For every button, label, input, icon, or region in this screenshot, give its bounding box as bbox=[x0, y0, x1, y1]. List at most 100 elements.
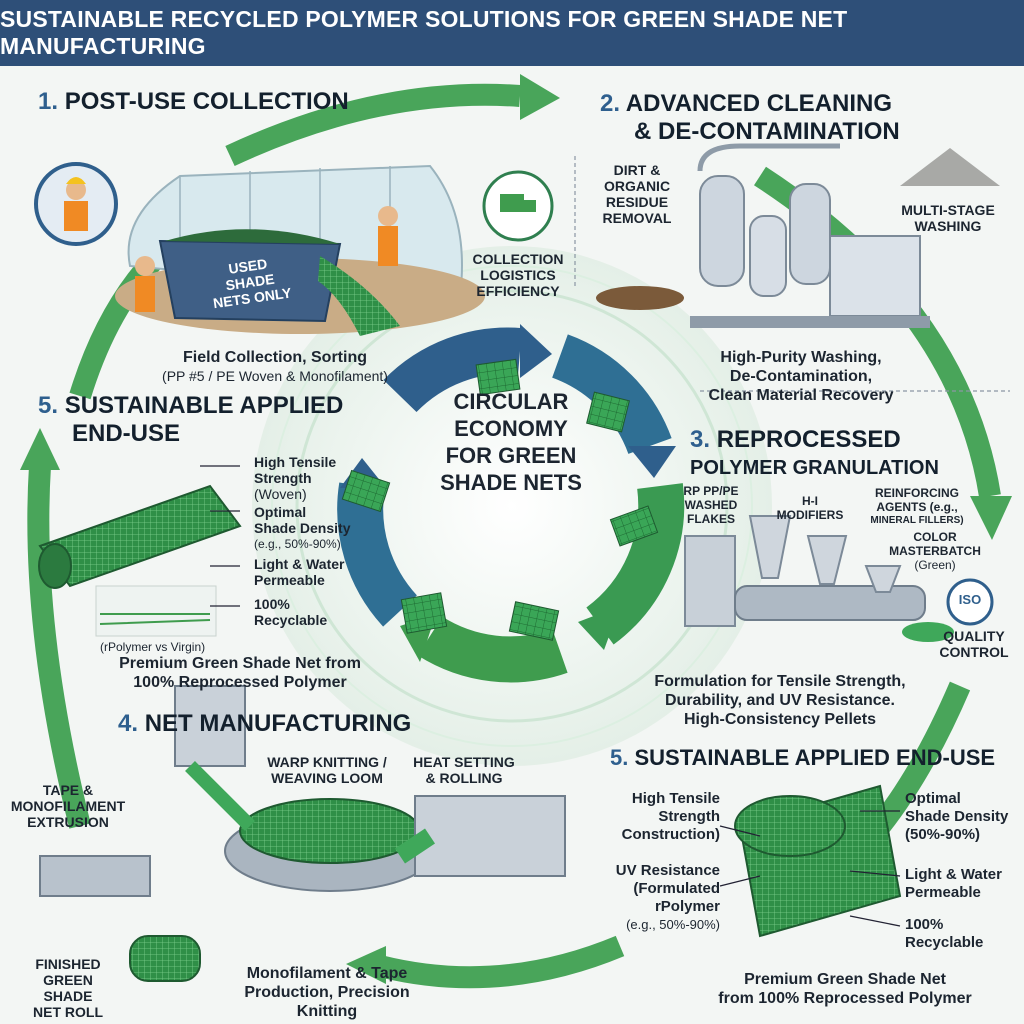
arrowhead-5 bbox=[20, 428, 60, 470]
worker-2-vest bbox=[378, 226, 398, 266]
right-recycle-line-1: 100% bbox=[905, 916, 944, 933]
right-tensile-line-2: Strength bbox=[658, 808, 720, 825]
step3-caption-line-2: Durability, and UV Resistance. bbox=[665, 692, 895, 709]
loom-label: WARP KNITTING / WEAVING LOOM bbox=[262, 754, 392, 786]
right-uv-line-4: (e.g., 50%-90%) bbox=[626, 917, 720, 932]
right-uv-label: UV Resistance (Formulated rPolymer (e.g.… bbox=[600, 862, 720, 934]
arrowhead-4 bbox=[346, 946, 386, 984]
left-shade-line-2: Shade Density bbox=[254, 520, 351, 536]
center-glow bbox=[252, 246, 772, 766]
dirt-pile bbox=[596, 286, 684, 310]
left-light-label: Light & Water Permeable bbox=[254, 556, 374, 588]
illustration-layer bbox=[20, 74, 1012, 989]
left-light-line-2: Permeable bbox=[254, 572, 325, 588]
step4-heading: 4. NET MANUFACTURING bbox=[118, 710, 411, 738]
step5-left-heading: 5. SUSTAINABLE APPLIED END-USE bbox=[38, 392, 343, 448]
inner-head-1 bbox=[520, 324, 552, 378]
dirt-line-4: REMOVAL bbox=[602, 210, 672, 226]
portrait-helmet bbox=[66, 177, 86, 184]
right-light-line-1: Light & Water bbox=[905, 866, 1002, 883]
left-tensile-line-2: Strength bbox=[254, 470, 312, 486]
right-shade-line-1: Optimal bbox=[905, 790, 961, 807]
mini-chart-label: (rPolymer vs Virgin) bbox=[100, 640, 206, 654]
modifiers-line-2: MODIFIERS bbox=[776, 508, 844, 522]
leader-tensile-right bbox=[719, 825, 761, 837]
roll-line-3: NET ROLL bbox=[33, 1004, 103, 1020]
logistics-line-1: COLLECTION bbox=[472, 251, 564, 267]
masterbatch-line-1: COLOR bbox=[913, 530, 957, 544]
flakes-line-2: WASHED bbox=[684, 498, 738, 512]
agents-line-3: MINERAL FILLERS) bbox=[870, 515, 964, 526]
hopper-2 bbox=[806, 535, 848, 585]
right-recycle-line-2: Recyclable bbox=[905, 934, 984, 951]
step5-right-heading: 5. SUSTAINABLE APPLIED END-USE bbox=[610, 744, 995, 772]
masterbatch-line-3: (Green) bbox=[914, 558, 956, 572]
quality-line-2: CONTROL bbox=[939, 644, 1009, 660]
wash-unit bbox=[829, 235, 921, 317]
step5-left-title-line-1: SUSTAINABLE APPLIED bbox=[64, 392, 344, 419]
pulled-net bbox=[318, 256, 400, 336]
extruder-barrel bbox=[734, 585, 926, 621]
dirt-line-3: RESIDUE bbox=[605, 194, 669, 210]
extrusion-line-1: TAPE & bbox=[42, 782, 94, 798]
ring-seg-4 bbox=[417, 616, 568, 683]
step3-title-line-2: POLYMER GRANULATION bbox=[690, 457, 939, 479]
step3-heading: 3. REPROCESSED POLYMER GRANULATION bbox=[690, 426, 939, 482]
hopper-1 bbox=[748, 515, 792, 579]
left-tensile-label: High Tensile Strength (Woven) bbox=[254, 454, 364, 502]
right-shade-label: Optimal Shade Density (50%-90%) bbox=[905, 790, 1020, 844]
net-swatch-4 bbox=[508, 601, 560, 641]
right-uv-line-3: rPolymer bbox=[654, 898, 720, 915]
left-shade-label: Optimal Shade Density (e.g., 50%-90%) bbox=[254, 504, 374, 552]
step5-right-caption-line-2: from 100% Reprocessed Polymer bbox=[718, 990, 972, 1007]
loom-line-2: WEAVING LOOM bbox=[271, 770, 383, 786]
leader-lines bbox=[200, 465, 901, 927]
dirt-label: DIRT & ORGANIC RESIDUE REMOVAL bbox=[592, 162, 682, 226]
extrusion-label: TAPE & MONOFILAMENT EXTRUSION bbox=[8, 782, 128, 830]
quality-line-1: QUALITY bbox=[943, 628, 1005, 644]
heat-setting-machine bbox=[414, 795, 566, 877]
right-light-label: Light & Water Permeable bbox=[905, 866, 1020, 902]
right-shade-line-2: Shade Density bbox=[905, 808, 1009, 825]
control-cabinet bbox=[684, 535, 736, 627]
ring-decor-1 bbox=[295, 289, 729, 723]
loom-line-1: WARP KNITTING / bbox=[267, 754, 387, 770]
worker-2-head bbox=[378, 206, 398, 226]
step2-caption-line-3: Clean Material Recovery bbox=[708, 387, 894, 404]
left-roll-end bbox=[38, 543, 72, 589]
truck-cab bbox=[524, 200, 536, 212]
net-swatch-3 bbox=[609, 505, 659, 547]
step2-heading: 2. ADVANCED CLEANING & DE-CONTAMINATION bbox=[600, 90, 900, 146]
tape-feed bbox=[185, 761, 255, 831]
step4-caption-line-1: Monofilament & Tape bbox=[246, 965, 408, 982]
step1-illustration bbox=[34, 162, 554, 336]
left-tensile-line-3: (Woven) bbox=[254, 486, 307, 502]
leader-light-right bbox=[849, 870, 901, 877]
step1-caption-line-2: (PP #5 / PE Woven & Monofilament) bbox=[162, 368, 388, 384]
left-recycle-line-2: Recyclable bbox=[254, 612, 328, 628]
step4-caption: Monofilament & Tape Production, Precisio… bbox=[212, 964, 442, 1021]
mini-chart bbox=[95, 585, 217, 637]
step1-caption-line-1: Field Collection, Sorting bbox=[183, 349, 367, 366]
step5-right-title: SUSTAINABLE APPLIED END-USE bbox=[634, 745, 996, 770]
collection-bin bbox=[158, 239, 342, 323]
step2-illustration bbox=[596, 143, 1000, 328]
step1-number: 1. bbox=[38, 88, 59, 115]
bin-nets bbox=[165, 229, 340, 244]
net-swatch-5 bbox=[400, 592, 448, 634]
leader-recycle-right bbox=[849, 915, 901, 927]
step3-caption: Formulation for Tensile Strength, Durabi… bbox=[645, 672, 915, 729]
mini-chart-lines bbox=[99, 613, 211, 625]
step2-caption-line-2: De-Contamination, bbox=[729, 368, 873, 385]
hopper-3 bbox=[864, 565, 902, 593]
step5-left-caption-line-1: Premium Green Shade Net from bbox=[119, 655, 361, 672]
center-line-1: CIRCULAR bbox=[453, 389, 569, 414]
infographic-canvas: CIRCULAR ECONOMY FOR GREEN SHADE NETS 1.… bbox=[0, 66, 1024, 1024]
right-recycle-label: 100% Recyclable bbox=[905, 916, 1020, 952]
center-line-2: ECONOMY bbox=[454, 416, 568, 441]
left-shade-line-1: Optimal bbox=[254, 504, 307, 520]
logistics-label: COLLECTION LOGISTICS EFFICIENCY bbox=[470, 251, 566, 299]
logistics-line-3: EFFICIENCY bbox=[476, 283, 560, 299]
right-light-line-2: Permeable bbox=[905, 884, 981, 901]
modifiers-line-1: H-I bbox=[802, 494, 818, 508]
